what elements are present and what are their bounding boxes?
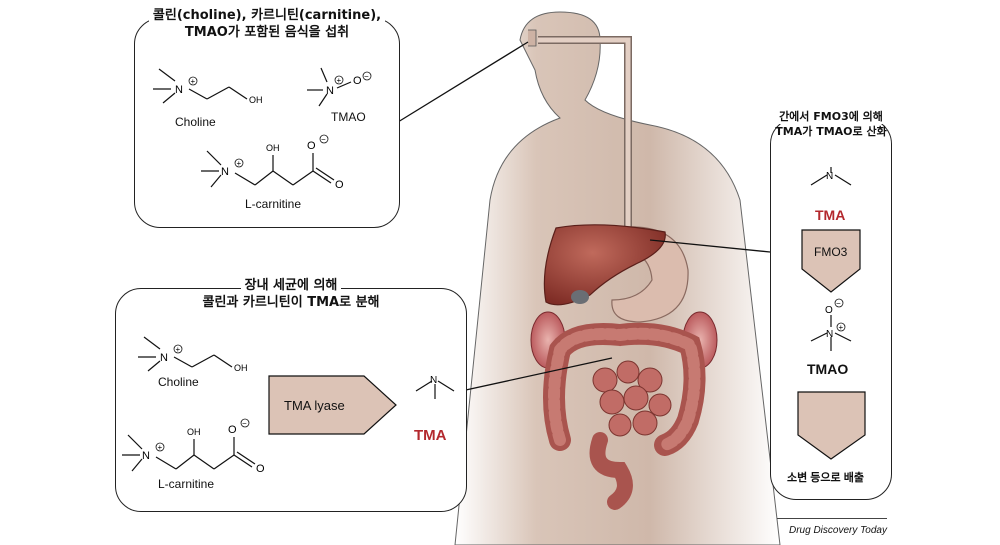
credit-divider [777, 518, 887, 519]
gut-choline-oh-group: OH [234, 363, 248, 373]
gut-choline-n-atom: N [160, 352, 168, 364]
connector-liver [649, 239, 771, 253]
fmo3-label: FMO3 [814, 245, 848, 259]
small-intestine [592, 360, 672, 437]
choline-plus-charge: + [191, 77, 196, 86]
tmao-o-atom: O [353, 75, 362, 87]
source-credit: Drug Discovery Today [788, 525, 887, 536]
gut-tma-n-atom: N [430, 375, 437, 386]
panel-liver-title: 간에서 FMO3에 의해 TMA가 TMAO로 산화 [771, 109, 891, 139]
gut-carnitine-carbonyl-o: O [256, 463, 265, 475]
choline-label: Choline [175, 115, 216, 129]
liver-tmao-minus-charge: − [836, 299, 841, 308]
tmao-n-atom: N [326, 85, 334, 97]
rectum [589, 432, 633, 510]
tma-structure-gut: N [415, 375, 455, 399]
panel-food-title: 콜린(choline), 카르니틴(carnitine), TMAO가 포함된 … [135, 7, 399, 41]
tmao-structure: N + O − [307, 67, 372, 107]
carnitine-n-atom: N [221, 166, 229, 178]
liver-tmao-n-atom: N [826, 329, 833, 340]
gut-tma-label: TMA [414, 427, 447, 444]
tma-lyase-label: TMA lyase [284, 398, 345, 413]
liver-tmao-label: TMAO [807, 361, 849, 377]
excretion-label: 소변 등으로 배출 [787, 472, 864, 484]
connector-mouth [397, 41, 529, 123]
gut-choline-label: Choline [158, 375, 199, 389]
panel-food-title-line2: TMAO가 포함된 음식을 섭취 [184, 25, 350, 40]
carnitine-carbonyl-o: O [335, 179, 344, 191]
carnitine-oh-group: OH [266, 143, 280, 153]
liver [543, 224, 666, 306]
panel-liver-title-line2: TMA가 TMAO로 산화 [775, 125, 887, 138]
carnitine-o-atom: O [307, 140, 316, 152]
carnitine-plus-charge: + [237, 159, 242, 168]
gut-carnitine-o-atom: O [228, 424, 237, 436]
tmao-minus-charge: − [364, 72, 369, 81]
carnitine-structure-gut: N + OH O − O [122, 418, 265, 475]
choline-structure: N + OH [153, 68, 263, 105]
excretion-arrow [797, 391, 866, 460]
gut-carnitine-minus-charge: − [242, 419, 247, 428]
gallbladder [571, 290, 589, 304]
panel-gut-title-line2: 콜린과 카르니틴이 TMA로 분해 [202, 295, 380, 310]
panel-gut-title: 장내 세균에 의해 콜린과 카르니틴이 TMA로 분해 [116, 277, 466, 311]
choline-structure-gut: N + OH [138, 336, 248, 373]
panel-food-intake: 콜린(choline), 카르니틴(carnitine), TMAO가 포함된 … [134, 7, 400, 228]
tmao-plus-charge: + [337, 76, 342, 85]
carnitine-label: L-carnitine [245, 197, 302, 211]
liver-tma-n-atom: N [826, 171, 833, 182]
panel-gut-title-line1: 장내 세균에 의해 [240, 277, 342, 294]
gut-carnitine-oh-group: OH [187, 427, 201, 437]
liver-tmao-o-atom: O [825, 305, 833, 316]
connector-intestine [451, 357, 613, 394]
liver-tmao-plus-charge: + [839, 323, 844, 332]
tma-structure-liver: N [810, 167, 852, 186]
tmao-label: TMAO [331, 110, 366, 124]
fmo3-arrow [801, 229, 861, 293]
panel-food-title-line1: 콜린(choline), 카르니틴(carnitine), [148, 7, 386, 24]
carnitine-minus-charge: − [321, 135, 326, 144]
gut-carnitine-n-atom: N [142, 450, 150, 462]
panel-gut-bacteria: 장내 세균에 의해 콜린과 카르니틴이 TMA로 분해 N + OH Choli… [115, 277, 467, 512]
liver-tma-label: TMA [815, 207, 846, 223]
tma-lyase-arrow [268, 375, 397, 435]
gut-carnitine-label: L-carnitine [158, 477, 215, 491]
choline-oh-group: OH [249, 95, 263, 105]
panel-liver-title-line1: 간에서 FMO3에 의해 [776, 109, 886, 124]
panel-liver-oxidation: 간에서 FMO3에 의해 TMA가 TMAO로 산화 N TMA FMO3 O … [770, 109, 892, 500]
tmao-structure-liver: O − N + [810, 298, 852, 351]
gut-carnitine-plus-charge: + [158, 443, 163, 452]
choline-n-atom: N [175, 84, 183, 96]
carnitine-structure: N + OH O − O [201, 134, 344, 191]
gut-choline-plus-charge: + [176, 345, 181, 354]
